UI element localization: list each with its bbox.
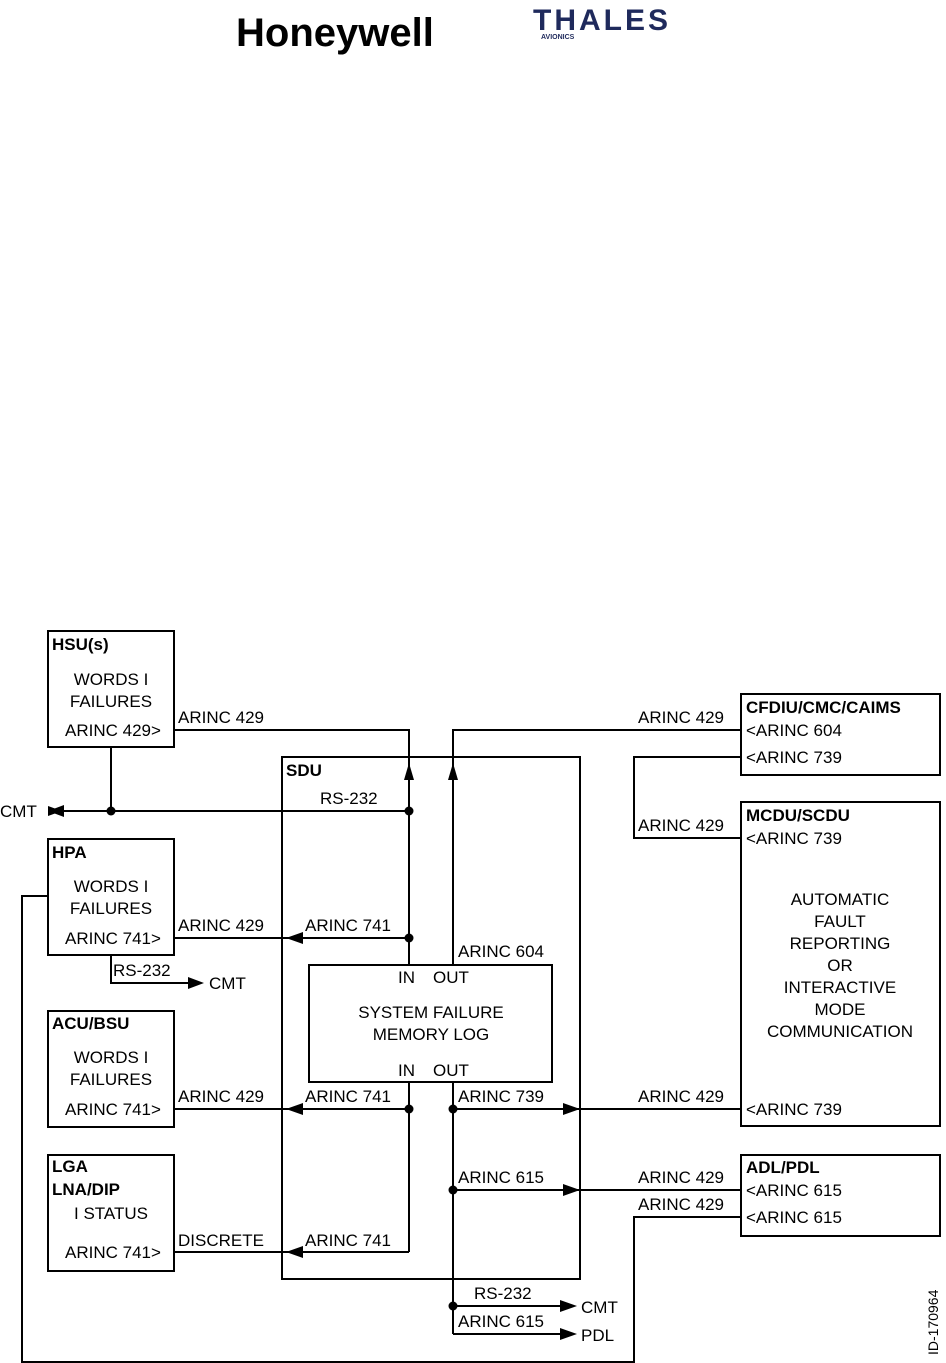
cfdiu-box [740,693,941,776]
hpa-title: HPA [52,843,87,862]
thales-logo: THALES [533,4,671,37]
mcdu-l7: COMMUNICATION [767,1022,913,1041]
mcdu-box [740,801,941,1127]
acu-title: ACU/BSU [52,1014,129,1033]
acu-line1: WORDS I [74,1048,149,1067]
acu-line2: FAILURES [70,1070,152,1089]
hsu-line1: WORDS I [74,670,149,689]
cfdiu-title: CFDIU/CMC/CAIMS [746,698,901,717]
sdu-title: SDU [286,761,322,780]
mcdu-l3: REPORTING [790,934,891,953]
thales-logo-sub: AVIONICS [541,34,575,41]
mcdu-l1: AUTOMATIC [791,890,890,909]
label-acu-arinc741: ARINC 741 [305,1087,391,1106]
label-lga-discrete: DISCRETE [178,1231,264,1250]
memlog-out-bottom: OUT [433,1061,469,1080]
lga-line1: I STATUS [74,1204,148,1223]
memlog-out-top: OUT [433,968,469,987]
adl-port2: <ARINC 615 [746,1208,842,1227]
hsu-port: ARINC 429> [65,721,161,740]
lga-title1: LGA [52,1157,88,1176]
mcdu-port2: <ARINC 739 [746,1100,842,1119]
lga-title2: LNA/DIP [52,1180,120,1199]
cfdiu-port2: <ARINC 739 [746,748,842,767]
label-hpa-arinc429: ARINC 429 [178,916,264,935]
memlog-line1: SYSTEM FAILURE [358,1003,503,1022]
mcdu-l2: FAULT [814,912,866,931]
mcdu-l5: INTERACTIVE [784,978,896,997]
label-cfdiu-arinc429: ARINC 429 [638,708,724,727]
hsu-box [47,630,175,748]
label-hpa-cmt: CMT [209,974,246,993]
lga-box [47,1154,175,1272]
label-bottom-pdl: PDL [581,1326,614,1345]
label-bottom-arinc615: ARINC 615 [458,1312,544,1331]
adl-port1: <ARINC 615 [746,1181,842,1200]
label-lga-arinc741: ARINC 741 [305,1231,391,1250]
memlog-in-bottom: IN [398,1061,415,1080]
label-adl-arinc429-1: ARINC 429 [638,1168,724,1187]
label-bottom-cmt: CMT [581,1298,618,1317]
memlog-in-top: IN [398,968,415,987]
memory-log-box [308,964,553,1083]
label-arinc604: ARINC 604 [458,942,544,961]
mcdu-title: MCDU/SCDU [746,806,850,825]
mcdu-l6: MODE [815,1000,866,1019]
cfdiu-port1: <ARINC 604 [746,721,842,740]
arrowheads [48,763,580,1340]
hsu-title: HSU(s) [52,635,109,654]
label-adl-arinc429-2: ARINC 429 [638,1195,724,1214]
label-hpa-rs232: RS-232 [113,961,171,980]
label-mcdu-arinc429: ARINC 429 [638,816,724,835]
adl-title: ADL/PDL [746,1158,820,1177]
hsu-line2: FAILURES [70,692,152,711]
label-acu-arinc429: ARINC 429 [178,1087,264,1106]
mcdu-port1: <ARINC 739 [746,829,842,848]
adl-pdl-box [740,1154,941,1237]
document-id: ID-170964 [925,1289,941,1355]
acu-bsu-box [47,1010,175,1128]
mcdu-l4: OR [827,956,853,975]
junction-dots [106,806,458,1311]
honeywell-logo: Honeywell [236,11,434,55]
memlog-line2: MEMORY LOG [373,1025,490,1044]
label-hpa-arinc741: ARINC 741 [305,916,391,935]
label-cmt-left: CMT [0,802,37,821]
lga-port: ARINC 741> [65,1243,161,1262]
label-arinc615: ARINC 615 [458,1168,544,1187]
label-hsu-arinc429: ARINC 429 [178,708,264,727]
label-arinc739: ARINC 739 [458,1087,544,1106]
label-bottom-rs232: RS-232 [474,1284,532,1303]
hpa-port: ARINC 741> [65,929,161,948]
label-mcdu2-arinc429: ARINC 429 [638,1087,724,1106]
label-rs232-sdu: RS-232 [320,789,378,808]
hpa-line1: WORDS I [74,877,149,896]
acu-port: ARINC 741> [65,1100,161,1119]
hpa-line2: FAILURES [70,899,152,918]
hpa-box [47,838,175,956]
